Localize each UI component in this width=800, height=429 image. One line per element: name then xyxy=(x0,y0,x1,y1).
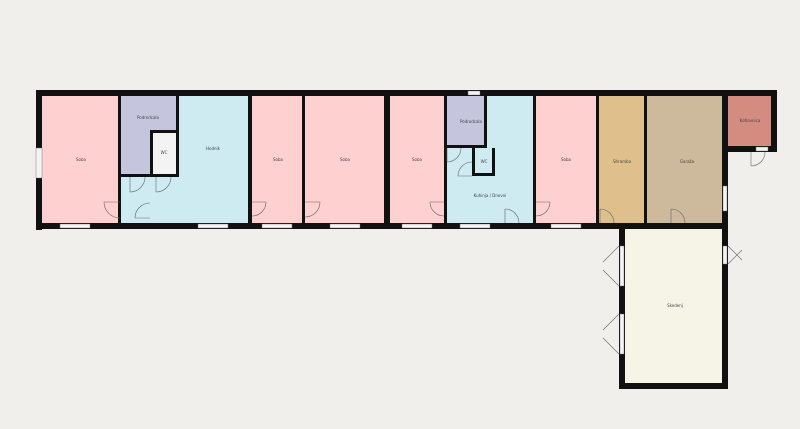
outer-wall-top xyxy=(36,90,728,96)
room-3[interactable] xyxy=(304,95,386,223)
room-label: Kuhinja / Dnevni xyxy=(474,193,507,198)
window xyxy=(722,185,728,212)
boiler-room[interactable] xyxy=(728,96,772,146)
wall-wc2-bottom xyxy=(472,173,495,176)
room-label: WC xyxy=(161,150,168,155)
wall-wc1-top xyxy=(150,130,178,133)
wall-room5-right xyxy=(596,95,599,225)
window xyxy=(755,146,769,152)
wall-room1-right xyxy=(118,95,121,225)
window xyxy=(619,245,625,287)
window xyxy=(197,223,229,229)
wall-storage-right xyxy=(644,95,647,225)
window xyxy=(619,313,625,355)
wc-1[interactable] xyxy=(152,132,176,174)
boiler-wall-bottom xyxy=(724,146,777,152)
room-fills xyxy=(42,95,772,385)
door-swing xyxy=(251,201,267,217)
boiler-wall-top xyxy=(724,90,777,96)
utility-room-2[interactable] xyxy=(446,95,486,147)
barn-wall-top xyxy=(619,223,728,229)
wall-middle-thick xyxy=(384,90,390,229)
outer-wall-right-main xyxy=(722,90,728,229)
door-swing xyxy=(429,201,445,217)
room-2[interactable] xyxy=(250,95,304,223)
room-label: Podrodcala xyxy=(137,115,160,120)
doors xyxy=(103,147,766,355)
room-4[interactable] xyxy=(388,95,446,223)
wall-utility1-right xyxy=(176,95,179,177)
garage-room[interactable] xyxy=(646,95,726,223)
window xyxy=(35,147,43,179)
window xyxy=(550,223,582,229)
window xyxy=(59,223,91,229)
room-label: Soba xyxy=(412,157,423,162)
wall-room4-right xyxy=(444,95,447,225)
door-swing xyxy=(134,202,151,219)
wall-wc2-right xyxy=(492,148,495,175)
wall-utility2-right xyxy=(484,95,487,147)
kitchen-living[interactable] xyxy=(446,95,535,223)
room-label: WC xyxy=(481,159,488,164)
door-swing xyxy=(304,201,321,218)
door-swing xyxy=(599,208,615,224)
door-swing xyxy=(103,201,121,219)
door-swing xyxy=(535,201,551,217)
room-label: Garaža xyxy=(680,159,695,164)
window xyxy=(261,223,293,229)
barn-wall-left xyxy=(619,223,625,389)
hall-1[interactable] xyxy=(120,95,250,223)
door-swing xyxy=(129,176,146,193)
room-label: Soba xyxy=(76,157,87,162)
barn-wall-bottom xyxy=(619,383,728,389)
wall-kitchen-right xyxy=(533,95,536,225)
window xyxy=(329,223,361,229)
room-label: Skedenj xyxy=(667,303,683,308)
room-label: Kotlovnica xyxy=(740,118,761,123)
barn-room[interactable] xyxy=(625,228,725,385)
door-swing xyxy=(750,151,766,167)
room-label: Shramba xyxy=(613,159,632,164)
wall-room2-right xyxy=(302,95,305,225)
room-label: Soba xyxy=(340,157,351,162)
window xyxy=(467,90,481,96)
room-label: Soba xyxy=(561,157,572,162)
storage-room[interactable] xyxy=(598,95,646,223)
wall-wc2-left xyxy=(472,148,475,175)
door-swing xyxy=(602,313,620,355)
wall-utility2-bottom xyxy=(446,145,487,148)
door-swing xyxy=(457,161,473,177)
door-swing xyxy=(446,147,462,163)
door-swing xyxy=(155,176,172,193)
room-label: Hodnik xyxy=(206,146,221,151)
door-swing xyxy=(504,208,520,224)
barn-wall-right xyxy=(722,223,728,389)
room-labels: Soba Podrodcala WC Hodnik Soba Soba Soba… xyxy=(76,115,761,308)
windows xyxy=(35,90,769,355)
room-5[interactable] xyxy=(535,95,598,223)
door-swing xyxy=(602,245,620,287)
room-1[interactable] xyxy=(42,95,120,223)
wall-hall1-right xyxy=(248,95,252,225)
door-swing xyxy=(670,208,686,224)
window xyxy=(459,223,491,229)
wall-wc1-left xyxy=(150,130,153,175)
room-label: Podrodcala xyxy=(460,119,483,124)
window xyxy=(722,245,728,265)
wall-utility1-bottom xyxy=(120,174,178,177)
room-label: Soba xyxy=(273,157,284,162)
boiler-wall-right xyxy=(771,90,777,152)
door-swing xyxy=(727,245,743,265)
window xyxy=(401,223,433,229)
